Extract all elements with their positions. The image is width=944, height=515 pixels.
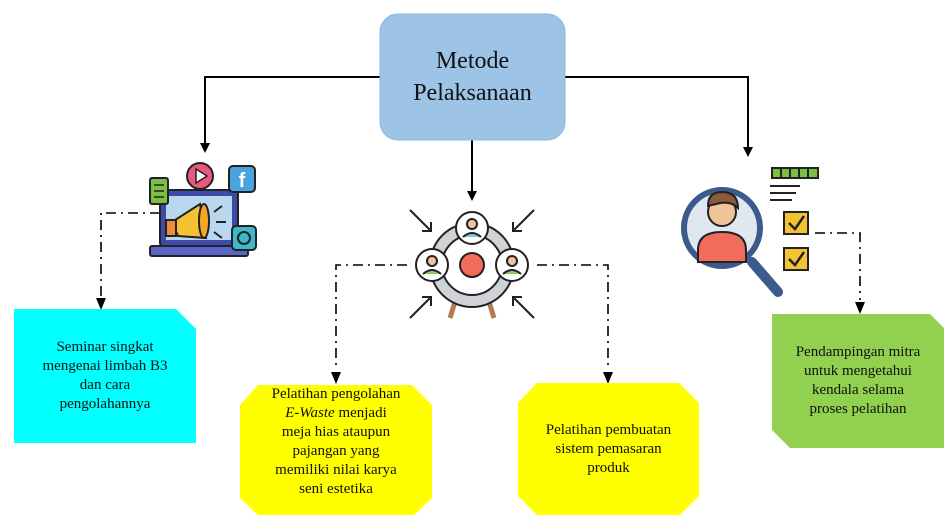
ewaste-line-2-rest: menjadi <box>334 405 387 421</box>
ewaste-line-6: seni estetika <box>299 481 373 497</box>
pemasaran-line-1: Pelatihan pembuatan <box>545 421 672 438</box>
ewaste-line-1: Pelatihan pengolahan <box>271 386 401 402</box>
pemasaran-line-3: produk <box>587 459 630 476</box>
seminar-line-3: dan cara <box>79 377 131 393</box>
pendampingan-line-1: Pendampingan mitra <box>795 344 921 360</box>
mentoring-search-icon <box>681 167 819 297</box>
ewaste-line-4: pajangan yang <box>292 443 380 459</box>
group-training-icon <box>409 209 535 319</box>
ewaste-line-2: E-Waste menjadi <box>285 404 387 423</box>
ewaste-line-5: memiliki nilai karya <box>275 462 397 478</box>
seminar-line-1: Seminar singkat <box>56 339 154 355</box>
pemasaran-box <box>518 383 699 515</box>
pemasaran-label: Pelatihan pembuatan sistem pemasaran pro… <box>518 383 699 515</box>
seminar-line-2: mengenai limbah B3 <box>42 358 168 374</box>
arrowhead-seminar <box>96 298 106 310</box>
pendampingan-line-2: untuk mengetahui <box>804 363 912 379</box>
root-line-1: Metode <box>435 48 510 74</box>
connector-to-pemasaran <box>537 264 609 370</box>
svg-text:f: f <box>239 170 246 192</box>
ewaste-line-3: meja hias ataupun <box>281 424 391 440</box>
seminar-line-4: pengolahannya <box>59 396 151 412</box>
ewaste-label: Pelatihan pengolahan E-Waste menjadi mej… <box>240 385 432 515</box>
connector-to-ewaste <box>335 264 407 370</box>
pemasaran-line-2: sistem pemasaran <box>555 440 662 457</box>
connector-right <box>565 76 753 157</box>
ewaste-term: E-Waste <box>285 405 335 421</box>
social-media-marketing-icon: f <box>149 162 257 257</box>
leaf-arrowheads <box>96 298 865 384</box>
pendampingan-label: Pendampingan mitra untuk mengetahui kend… <box>772 314 944 448</box>
pendampingan-line-3: kendala selama <box>811 382 905 398</box>
arrowhead-pendampingan <box>855 302 865 314</box>
pendampingan-box <box>772 314 944 448</box>
root-box-label: Metode Pelaksanaan <box>380 14 565 140</box>
pendampingan-line-4: proses pelatihan <box>809 401 907 417</box>
root-line-2: Pelaksanaan <box>413 80 532 106</box>
root-box <box>379 13 566 141</box>
seminar-box <box>14 309 196 443</box>
arrowhead-ewaste <box>331 372 341 384</box>
seminar-label: Seminar singkat mengenai limbah B3 dan c… <box>14 309 196 443</box>
arrowhead-pemasaran <box>603 372 613 384</box>
connector-to-seminar <box>100 212 160 296</box>
connector-to-pendampingan <box>815 232 861 300</box>
connector-left <box>200 76 380 153</box>
root-connectors <box>200 76 753 201</box>
ewaste-box <box>240 385 432 515</box>
leaf-connectors <box>100 212 861 370</box>
